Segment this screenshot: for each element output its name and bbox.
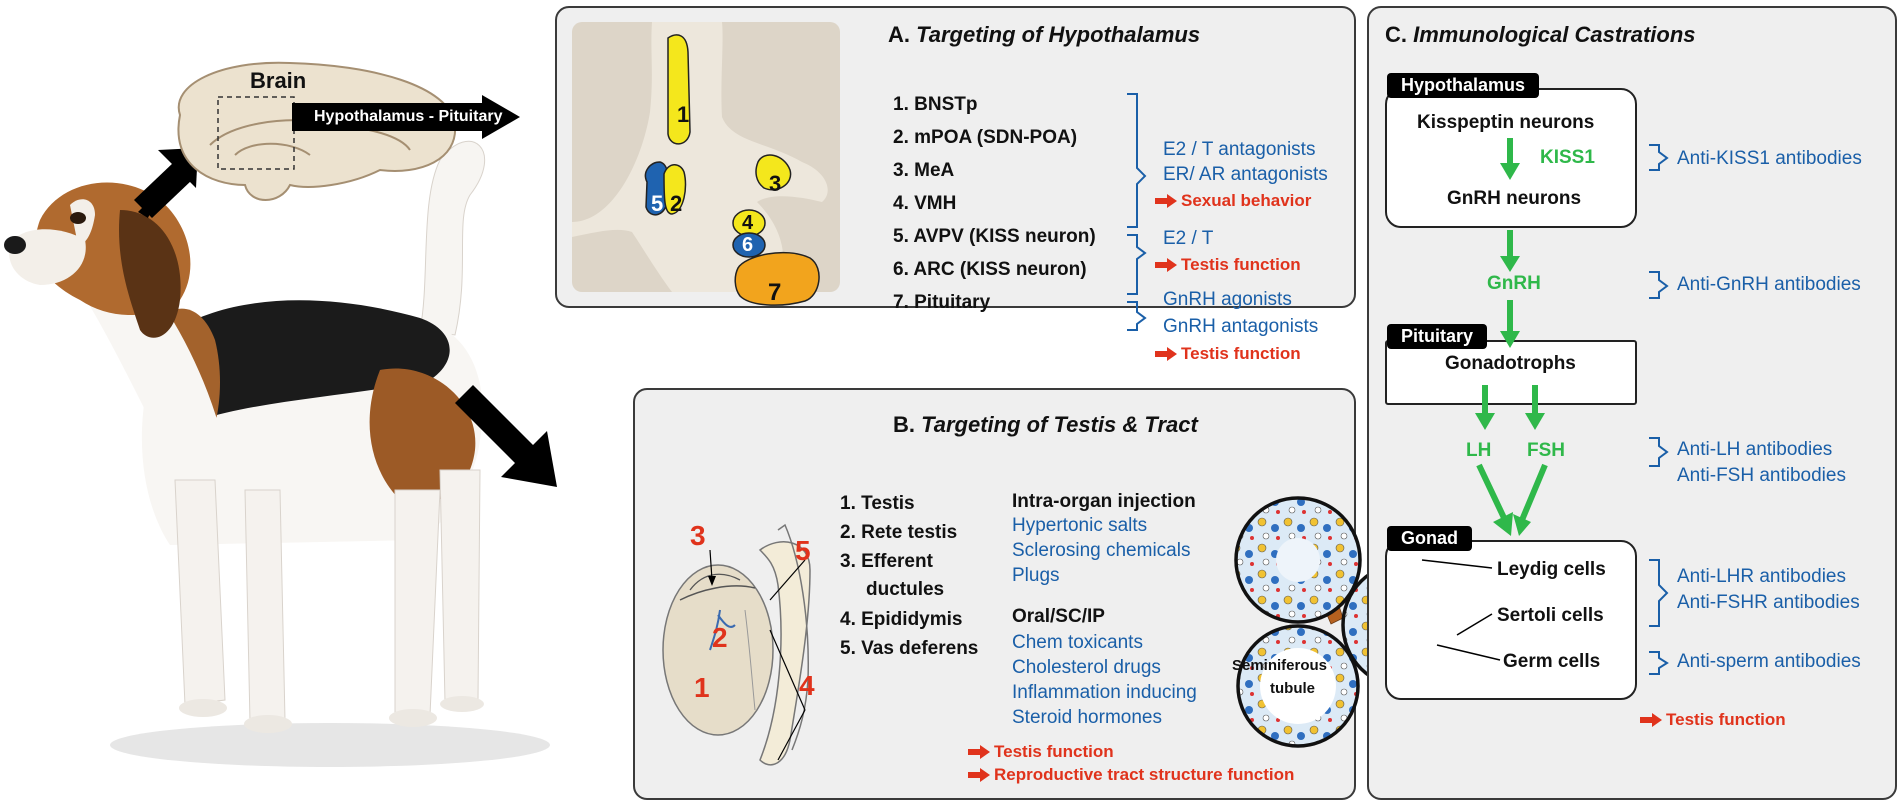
part-item: 2. Rete testis	[840, 522, 958, 543]
dog-to-testis-arrow	[455, 385, 557, 487]
region-item: 2. mPOA (SDN-POA)	[893, 127, 1078, 148]
region-number-7: 7	[768, 279, 782, 306]
testis-diagram	[662, 523, 811, 766]
part-item: 5. Vas deferens	[840, 638, 979, 659]
testis-number-5: 5	[795, 535, 811, 566]
region-number-3: 3	[769, 171, 782, 196]
gnrh-label: GnRH	[1487, 273, 1541, 294]
panel-c-title: C. Immunological Castrations	[1385, 22, 1696, 47]
intra-organ-heading: Intra-organ injection	[1012, 491, 1196, 512]
dog-illustration	[4, 140, 550, 767]
kiss1-label: KISS1	[1540, 147, 1595, 168]
anti-kiss1-label: Anti-KISS1 antibodies	[1677, 148, 1862, 169]
treatment-label: E2 / T	[1163, 228, 1214, 249]
effect-tract-structure: Reproductive tract structure function	[968, 766, 1294, 783]
anti-fsh-label: Anti-FSH antibodies	[1677, 465, 1846, 486]
hypothalamus-pituitary-arrow	[292, 95, 520, 139]
gonad-header: Gonad	[1387, 526, 1472, 551]
gonad-box	[1385, 540, 1637, 700]
anti-fshr-label: Anti-FSHR antibodies	[1677, 592, 1860, 613]
red-arrow-icon	[968, 768, 990, 782]
lh-label: LH	[1466, 440, 1492, 461]
region-number-4: 4	[742, 212, 754, 234]
oral-item: Chem toxicants	[1012, 632, 1143, 653]
panel-a-brackets	[1127, 93, 1147, 331]
intra-item: Sclerosing chemicals	[1012, 540, 1191, 561]
part-item: 4. Epididymis	[840, 609, 963, 630]
pituitary-box	[1385, 340, 1637, 405]
tubule-label-line1: Seminiferous	[1232, 657, 1328, 674]
intra-item: Plugs	[1012, 565, 1060, 586]
effect-testis-function: Testis function	[1155, 256, 1301, 273]
pituitary-header: Pituitary	[1387, 324, 1488, 349]
tubule-label-line2: tubule	[1270, 680, 1315, 697]
fsh-label: FSH	[1527, 440, 1565, 461]
region-number-1: 1	[677, 102, 690, 127]
region-item: 6. ARC (KISS neuron)	[893, 259, 1087, 280]
sertoli-cells-label: Sertoli cells	[1497, 605, 1604, 626]
brain-label: Brain	[250, 68, 307, 93]
panel-b-title: B. Targeting of Testis & Tract	[893, 412, 1198, 437]
oral-item: Cholesterol drugs	[1012, 657, 1161, 678]
leydig-cells-label: Leydig cells	[1497, 559, 1606, 580]
intra-item: Hypertonic salts	[1012, 515, 1148, 536]
testis-number-1: 1	[694, 672, 710, 703]
part-item: 1. Testis	[840, 493, 915, 514]
region-item: 5. AVPV (KISS neuron)	[893, 226, 1096, 247]
anti-gnrh-label: Anti-GnRH antibodies	[1677, 274, 1861, 295]
effect-testis-function: Testis function	[968, 743, 1114, 760]
treatment-label: E2 / T antagonists	[1163, 139, 1316, 160]
testis-number-4: 4	[799, 670, 815, 701]
treatment-label: ER/ AR antagonists	[1163, 164, 1328, 185]
testis-number-2: 2	[712, 622, 728, 653]
anti-lhr-label: Anti-LHR antibodies	[1677, 566, 1846, 587]
panel-a-title: A. Targeting of Hypothalamus	[888, 22, 1201, 47]
hypothalamus-header: Hypothalamus	[1387, 73, 1540, 98]
red-arrow-icon	[1155, 194, 1177, 208]
part-item: 3. Efferent	[840, 551, 933, 572]
part-item: ductules	[866, 579, 945, 600]
region-item: 4. VMH	[893, 193, 957, 214]
anti-lh-label: Anti-LH antibodies	[1677, 439, 1833, 460]
red-arrow-icon	[1640, 713, 1662, 727]
effect-testis-function: Testis function	[1155, 345, 1301, 362]
oral-heading: Oral/SC/IP	[1012, 606, 1105, 627]
hypothalamus-pituitary-label: Hypothalamus - Pituitary	[314, 108, 503, 125]
testis-number-3: 3	[690, 520, 706, 551]
oral-item: Steroid hormones	[1012, 707, 1162, 728]
region-number-2: 2	[670, 191, 683, 216]
effect-sexual-behavior: Sexual behavior	[1155, 192, 1311, 209]
oral-item: Inflammation inducing	[1012, 682, 1197, 703]
gonadotrophs-label: Gonadotrophs	[1445, 353, 1576, 374]
red-arrow-icon	[1155, 347, 1177, 361]
region-item: 7. Pituitary	[893, 292, 991, 313]
red-arrow-icon	[968, 745, 990, 759]
red-arrow-icon	[1155, 258, 1177, 272]
gnrh-neurons-label: GnRH neurons	[1447, 188, 1582, 209]
region-number-5: 5	[651, 191, 664, 216]
hypothalamus-section-diagram	[572, 22, 840, 306]
treatment-label: GnRH agonists	[1163, 289, 1292, 310]
region-item: 3. MeA	[893, 160, 955, 181]
treatment-label: GnRH antagonists	[1163, 316, 1319, 337]
region-item: 1. BNSTp	[893, 94, 978, 115]
dog-to-brain-arrow	[134, 148, 198, 218]
region-number-6: 6	[742, 234, 754, 256]
effect-testis-function: Testis function	[1640, 711, 1786, 728]
panel-c-flow-arrows	[1421, 138, 1669, 675]
anti-sperm-label: Anti-sperm antibodies	[1677, 651, 1861, 672]
germ-cells-label: Germ cells	[1503, 651, 1601, 672]
kisspeptin-neurons-label: Kisspeptin neurons	[1417, 112, 1595, 133]
